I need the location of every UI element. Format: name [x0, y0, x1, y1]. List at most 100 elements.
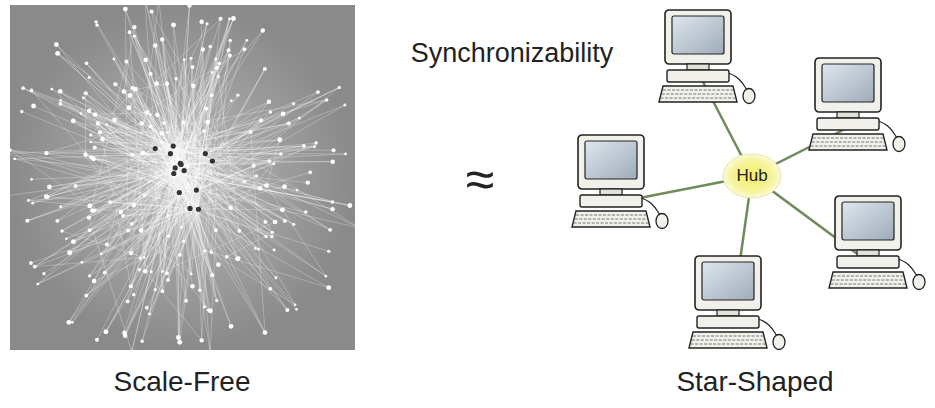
network-link	[155, 72, 212, 148]
network-dot	[87, 109, 91, 113]
network-link	[184, 154, 205, 171]
network-link	[211, 252, 295, 305]
network-dot	[347, 203, 352, 208]
network-link	[205, 132, 250, 154]
network-dot	[255, 174, 258, 177]
network-link	[89, 111, 198, 209]
network-dot	[55, 219, 59, 223]
network-dot	[103, 271, 107, 275]
network-dot	[123, 7, 128, 12]
network-dot	[150, 9, 154, 13]
network-dot	[112, 58, 115, 61]
network-dot	[273, 220, 278, 225]
network-link	[205, 154, 330, 230]
network-dot	[139, 228, 144, 233]
network-dot	[190, 284, 195, 289]
network-dot	[31, 201, 34, 204]
network-link	[124, 91, 184, 170]
network-dot	[143, 269, 148, 274]
network-dot	[67, 250, 72, 255]
network-hub-dot	[178, 161, 183, 166]
network-dot	[160, 142, 163, 145]
network-link	[94, 241, 184, 281]
network-dot	[314, 141, 318, 145]
network-dot	[85, 62, 89, 66]
network-dot	[263, 67, 267, 71]
network-dot	[208, 45, 212, 49]
network-dot	[33, 265, 37, 269]
network-dot	[87, 215, 91, 219]
network-link	[95, 168, 175, 211]
network-link	[183, 122, 205, 153]
network-link	[34, 106, 176, 168]
network-dot	[66, 320, 71, 325]
network-dot	[228, 54, 232, 58]
network-dot	[89, 141, 92, 144]
network-dot	[304, 210, 307, 213]
star-network	[572, 10, 925, 350]
network-dot	[139, 257, 142, 260]
network-dot	[126, 229, 130, 233]
network-dot	[254, 247, 257, 250]
network-dot	[325, 98, 328, 101]
network-hub-dot	[168, 151, 173, 156]
network-link	[170, 154, 179, 193]
network-link	[150, 114, 179, 192]
network-dot	[230, 99, 233, 102]
network-dot	[200, 338, 204, 342]
network-dot	[330, 207, 334, 211]
network-dot	[98, 130, 102, 134]
network-dot	[277, 137, 282, 142]
network-dot	[215, 66, 219, 70]
network-dot	[257, 248, 260, 251]
network-link	[89, 77, 170, 153]
network-dot	[143, 57, 148, 62]
network-dot	[302, 144, 306, 148]
network-link	[205, 143, 316, 153]
network-link	[145, 271, 201, 340]
network-dot	[202, 129, 205, 132]
network-dot	[130, 153, 134, 157]
network-dot	[203, 249, 206, 252]
network-link	[205, 132, 250, 154]
network-link	[196, 190, 204, 307]
network-dot	[128, 93, 133, 98]
network-dot	[217, 62, 221, 66]
network-dot	[258, 186, 263, 191]
network-dot	[305, 180, 309, 184]
network-dot	[93, 145, 97, 149]
network-dot	[167, 234, 170, 237]
network-link	[90, 146, 173, 206]
network-link	[85, 154, 205, 156]
network-dot	[113, 82, 117, 86]
network-link	[129, 108, 212, 161]
network-dot	[267, 100, 271, 104]
network-hub-dot	[181, 168, 186, 173]
network-dot	[316, 90, 320, 94]
network-dot	[338, 86, 341, 89]
network-dot	[217, 75, 220, 78]
network-link	[190, 161, 212, 208]
network-dot	[228, 205, 233, 210]
network-dot	[82, 96, 85, 99]
network-dot	[108, 200, 112, 204]
network-dot	[133, 87, 138, 92]
network-dot	[344, 153, 347, 156]
network-dot	[96, 121, 100, 125]
network-dot	[308, 170, 312, 174]
network-dot	[140, 151, 144, 155]
network-dot	[184, 299, 188, 303]
network-dot	[171, 22, 176, 27]
network-dot	[124, 60, 128, 64]
heading-label: Synchronizability	[411, 38, 614, 69]
network-link	[190, 87, 339, 208]
network-dot	[205, 22, 208, 25]
network-dot	[235, 256, 240, 261]
network-dot	[180, 226, 183, 229]
network-dot	[190, 273, 193, 276]
network-dot	[88, 76, 91, 79]
network-dot	[140, 340, 143, 343]
network-dot	[122, 89, 126, 93]
network-link	[155, 149, 184, 171]
network-dot	[91, 157, 96, 162]
